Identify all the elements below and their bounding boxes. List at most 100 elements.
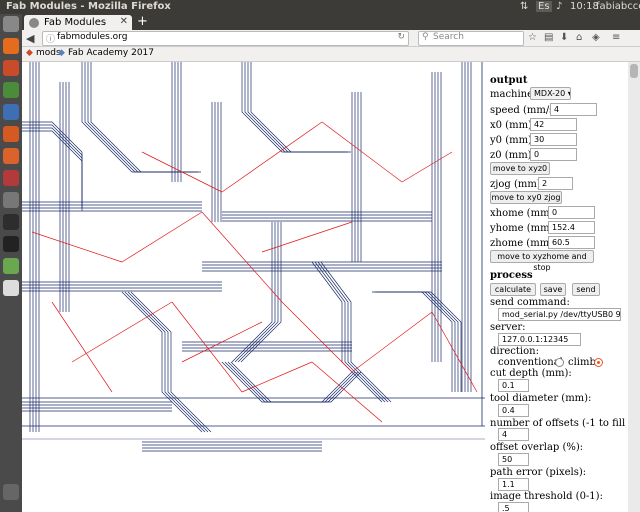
scrollbar-thumb[interactable] [630,64,638,78]
tool-diameter-input[interactable]: 0.4 [498,404,529,417]
send-command-input[interactable]: mod_serial.py /dev/ttyUSB0 9600 [498,308,621,321]
trace-offset [240,222,282,363]
navigation-bar: ◀ ⓘ fabmodules.org ↻ ⚲ Search ☆ ▤ ⬇ ⌂ ◈ … [22,30,640,47]
server-input[interactable]: 127.0.0.1:12345 [498,333,581,346]
send-command-label: send command: [490,297,570,308]
settings-panel: output machine MDX-20 ▾ speed (mm/s): 4 … [486,62,626,512]
keyboard-indicator[interactable]: Es [536,1,552,12]
search-icon: ⚲ [422,32,429,42]
trash-icon[interactable] [3,484,19,500]
rapid-move [51,301,113,393]
spreadsheet-icon[interactable] [3,82,19,98]
settings-icon[interactable] [3,192,19,208]
rapid-move [431,311,478,393]
rapid-move [261,221,353,253]
inkscape-icon[interactable] [3,214,19,230]
files-icon[interactable] [3,60,19,76]
x0-input[interactable]: 42 [530,118,577,131]
page-scrollbar[interactable] [628,62,640,512]
output-section-title: output [490,75,528,86]
speed-label: speed (mm/s): [490,105,562,116]
overlap-input[interactable]: 50 [498,453,529,466]
trace-offset [311,261,383,403]
rapid-move [351,311,433,373]
move-to-xy0-zjog-button[interactable]: move to xy0 zjog [490,191,562,204]
trace-offset [22,130,83,211]
home-icon[interactable]: ⌂ [576,32,583,43]
toolpath-canvas[interactable] [22,62,485,512]
process-section-title: process [490,270,533,281]
toolpath-drawing [22,62,485,452]
trace-offset [221,361,353,403]
impress-icon[interactable] [3,126,19,142]
bookmark-fab-academy-icon: ◆ [58,48,65,58]
send-button[interactable]: send [572,283,600,296]
trace-offset [22,121,83,202]
new-tab-button[interactable]: + [137,14,148,29]
reload-icon[interactable]: ↻ [397,32,405,42]
rapid-move [281,301,353,373]
trace-offset [250,62,351,153]
bookmark-star-icon[interactable]: ☆ [528,32,537,43]
close-tab-icon[interactable]: ✕ [119,16,128,27]
rapid-move [221,121,323,193]
zhome-input[interactable]: 60.5 [548,236,595,249]
rapid-move [401,151,453,183]
offsets-input[interactable]: 4 [498,428,529,441]
launcher-sidebar [0,14,22,512]
search-input[interactable]: ⚲ Search [418,31,524,46]
url-bar[interactable]: ⓘ fabmodules.org ↻ [42,31,409,46]
path-error-input[interactable]: 1.1 [498,478,529,491]
writer-icon[interactable] [3,104,19,120]
reading-list-icon[interactable]: ▤ [544,32,554,43]
conventional-radio[interactable] [555,358,564,367]
bookmark-mods[interactable]: mods [36,48,61,58]
machine-value: MDX-20 [534,89,566,98]
threshold-input[interactable]: .5 [498,502,529,512]
trace-offset [87,62,198,173]
app-icon[interactable] [3,280,19,296]
updown-arrows-icon[interactable]: ⇅ [520,1,529,12]
move-to-xyz0-button[interactable]: move to xyz0 [490,162,550,175]
help-icon[interactable] [3,170,19,186]
cut-depth-input[interactable]: 0.1 [498,379,529,392]
download-icon[interactable]: ⬇ [560,32,569,43]
calculate-button[interactable]: calculate [490,283,536,296]
tab-fab-modules[interactable]: Fab Modules ✕ [24,15,132,30]
trace-offset [227,361,359,403]
speed-input[interactable]: 4 [550,103,597,116]
terminal-icon[interactable] [3,236,19,252]
menu-icon[interactable]: ≡ [612,32,621,43]
android-icon[interactable] [3,258,19,274]
yhome-input[interactable]: 152.4 [548,221,595,234]
direction-label: direction: [490,346,539,357]
y0-input[interactable]: 30 [530,133,577,146]
rapid-move [201,211,283,303]
software-center-icon[interactable] [3,148,19,164]
volume-icon[interactable]: ♪ [556,1,563,12]
climb-label: climb [568,357,596,368]
clock[interactable]: 10:18 [570,1,599,12]
xhome-input[interactable]: 0 [548,206,595,219]
z0-input[interactable]: 0 [530,148,577,161]
trace-offset [234,222,276,363]
climb-radio[interactable] [594,358,603,367]
trace-offset [84,62,195,173]
zjog-input[interactable]: 2 [538,177,573,190]
move-to-xyzhome-button[interactable]: move to xyzhome and stop [490,250,594,272]
dash-icon[interactable] [3,16,19,32]
save-button[interactable]: save [540,283,566,296]
bookmark-fab-academy[interactable]: Fab Academy 2017 [68,48,155,58]
trace-offset [381,291,462,392]
trace-offset [81,62,192,173]
x0-label: x0 (mm): [490,120,536,131]
firefox-icon[interactable] [3,38,19,54]
info-icon[interactable]: ⓘ [46,35,56,45]
machine-select[interactable]: MDX-20 ▾ [530,87,571,100]
path-error-label: path error (pixels): [490,467,587,478]
pocket-icon[interactable]: ◈ [592,32,600,43]
back-arrow-icon[interactable]: ◀ [26,32,35,45]
rapid-move [171,301,243,393]
trace-offset [130,291,212,433]
user-name[interactable]: fabiabcce [596,1,640,12]
